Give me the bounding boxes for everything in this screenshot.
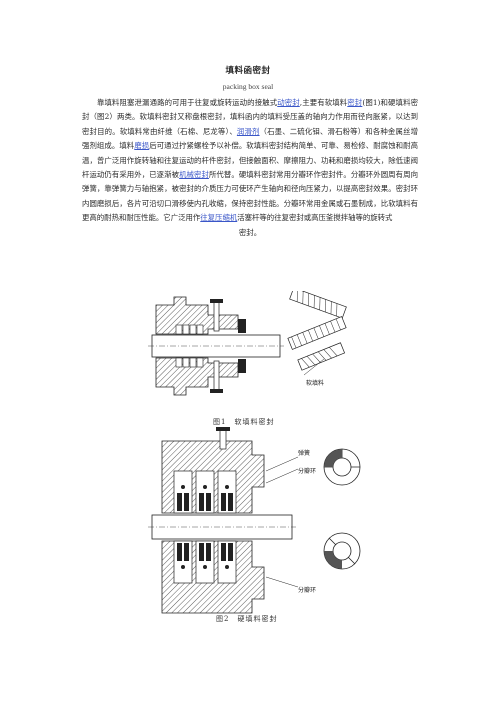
article-title: 填料函密封 [225, 66, 271, 76]
article-subtitle: packing box seal [222, 82, 274, 91]
label-split-ring-bottom: 分瓣环 [298, 586, 316, 594]
link-seal[interactable]: 密封 [347, 98, 363, 107]
text-run: 所代替。硬填料密封常用分瓣环作密封件。分瓣环外圆周有周向弹簧，靠弹簧力与轴抱紧，… [82, 170, 418, 223]
figure-1-soft-packing-drawing: 软填料 [148, 291, 347, 396]
text-run: 活塞杆等的往复密封或高压釜搅拌轴等的旋转式 [237, 213, 393, 223]
text-run: 靠填料阻塞泄漏通路的可用于往复或旋转运动的接触式 [97, 98, 278, 107]
label-spring: 弹簧 [298, 449, 310, 457]
label-soft-packing: 软填料 [306, 379, 324, 387]
paragraph-end: 密封。 [238, 227, 262, 237]
article-body: 靠填料阻塞泄漏通路的可用于往复或旋转运动的接触式动密封,主要有软填料密封(图1)… [82, 96, 418, 240]
link-mechanical-seal[interactable]: 机械密封 [179, 170, 209, 180]
paragraph-1: 靠填料阻塞泄漏通路的可用于往复或旋转运动的接触式动密封,主要有软填料密封(图1)… [82, 96, 418, 226]
figure-2-hard-packing-drawing: 弹簧 分瓣环 分瓣环 [148, 427, 361, 614]
link-wear[interactable]: 磨损 [134, 141, 150, 151]
link-lubricant[interactable]: 润滑剂 [236, 126, 260, 136]
text-run: (图1)和硬填料密封（图2）两类。软填料密封又称盘根密封，填料函内的填料受压盖的… [82, 98, 418, 136]
text-run: ,主要有软填料 [299, 98, 348, 107]
link-dynamic-seal[interactable]: 动密封 [277, 98, 300, 107]
label-split-ring-top: 分瓣环 [298, 467, 316, 475]
figure-2-caption: 图2 硬填料密封 [216, 615, 278, 623]
text-run: （石墨、二硫化钼、滑石粉等）和各种金属丝增强剂组成。填料 [82, 126, 418, 151]
figure-1-caption: 图1 软填料密封 [213, 418, 275, 426]
text-run: 后可通过拧紧螺栓予以补偿。软填料密封结构简单、可靠、易检修、耐腐蚀和耐高温，曾广… [82, 141, 418, 180]
link-reciprocating-compressor[interactable]: 往复压缩机 [200, 213, 238, 223]
